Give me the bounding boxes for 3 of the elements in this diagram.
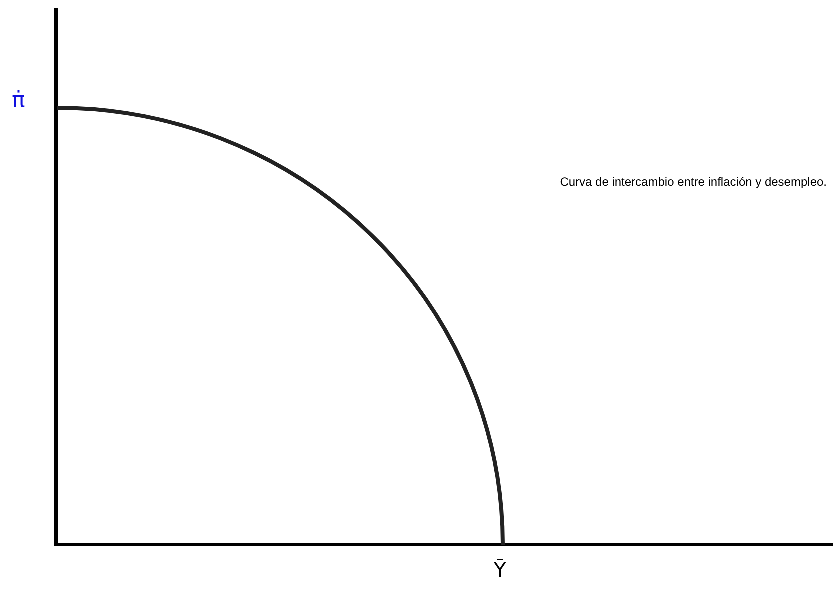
caption-text: Curva de intercambio entre inflación y desempleo. [560,175,827,189]
axis-label: π̇ [12,88,26,113]
axis-label: Ȳ [494,558,506,582]
